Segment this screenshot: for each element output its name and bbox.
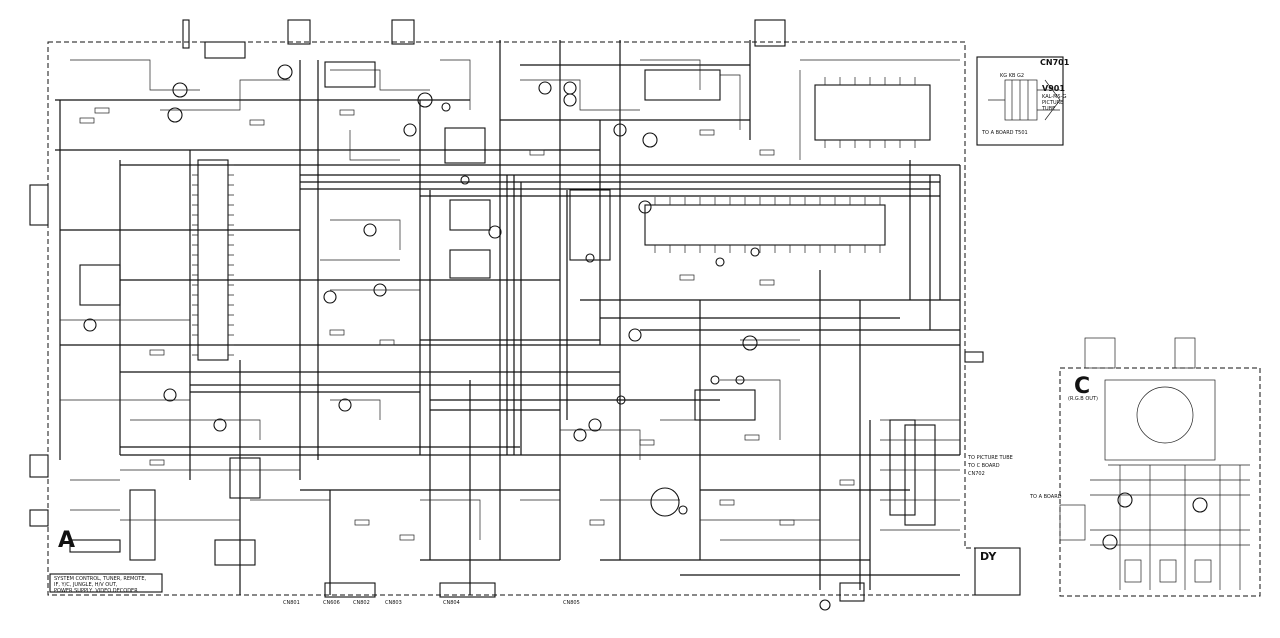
cn701-tube-label: V901 — [1042, 84, 1065, 93]
right-side-connectors — [889, 351, 984, 516]
cn701-tube-note-3: TUBE — [1042, 106, 1056, 112]
cn701-footer: TO A BOARD T501 — [982, 130, 1028, 136]
board-c-connector-label: TO A BOARD — [1030, 494, 1062, 500]
board-c-letter: C — [1074, 374, 1091, 399]
rgb-connector-label-3: CN702 — [968, 471, 985, 477]
left-connectors — [29, 184, 121, 553]
resistors — [79, 107, 855, 541]
dy-box — [974, 547, 1021, 596]
ic-pins — [192, 77, 916, 356]
dy-label: DY — [980, 550, 997, 563]
transistors — [83, 64, 1208, 611]
board-c-subtitle: (R.G.B OUT) — [1068, 396, 1098, 402]
board-a-letter: A — [58, 528, 76, 553]
vertical-buses — [59, 40, 961, 595]
bottom-connector-label-3: CN802 — [353, 600, 370, 606]
horizontal-buses — [55, 64, 960, 576]
board-c-outline — [1059, 367, 1261, 597]
rgb-connector-label-2: TO C BOARD — [968, 463, 1000, 469]
board-a-caption-line-3: POWER SUPPLY, VIDEO DECODER — [54, 588, 138, 594]
cn701-tube-note-2: PICTURE — [1042, 100, 1064, 106]
top-connectors — [182, 19, 786, 59]
node-markers — [441, 102, 760, 515]
cn701-label: CN701 — [1040, 58, 1070, 67]
board-a-caption-box — [49, 573, 163, 593]
cn701-tube-note-1: KAL-MS-G — [1042, 94, 1067, 100]
cn701-pin-label: KG KB G2 — [1000, 73, 1025, 79]
bottom-connector-label-4: CN803 — [385, 600, 402, 606]
thin-interconnects — [60, 59, 960, 541]
bottom-connector-label-1: CN801 — [283, 600, 300, 606]
rgb-connector-label-1: TO PICTURE TUBE — [968, 455, 1013, 461]
ic-blocks — [79, 61, 936, 602]
cn701-drawing — [988, 79, 1061, 121]
cn701-box — [976, 56, 1064, 146]
bottom-connector-label-5: CN804 — [443, 600, 460, 606]
board-a-caption-line-2: IF, Y/C, JUNGLE, H/V OUT, — [54, 582, 118, 588]
board-a-caption-line-1: SYSTEM CONTROL, TUNER, REMOTE, — [54, 576, 147, 582]
bottom-connector-label-6: CN805 — [563, 600, 580, 606]
board-c-drawing — [1059, 337, 1250, 590]
board-a-outline — [47, 41, 1021, 596]
bottom-connector-label-2: CN606 — [323, 600, 340, 606]
